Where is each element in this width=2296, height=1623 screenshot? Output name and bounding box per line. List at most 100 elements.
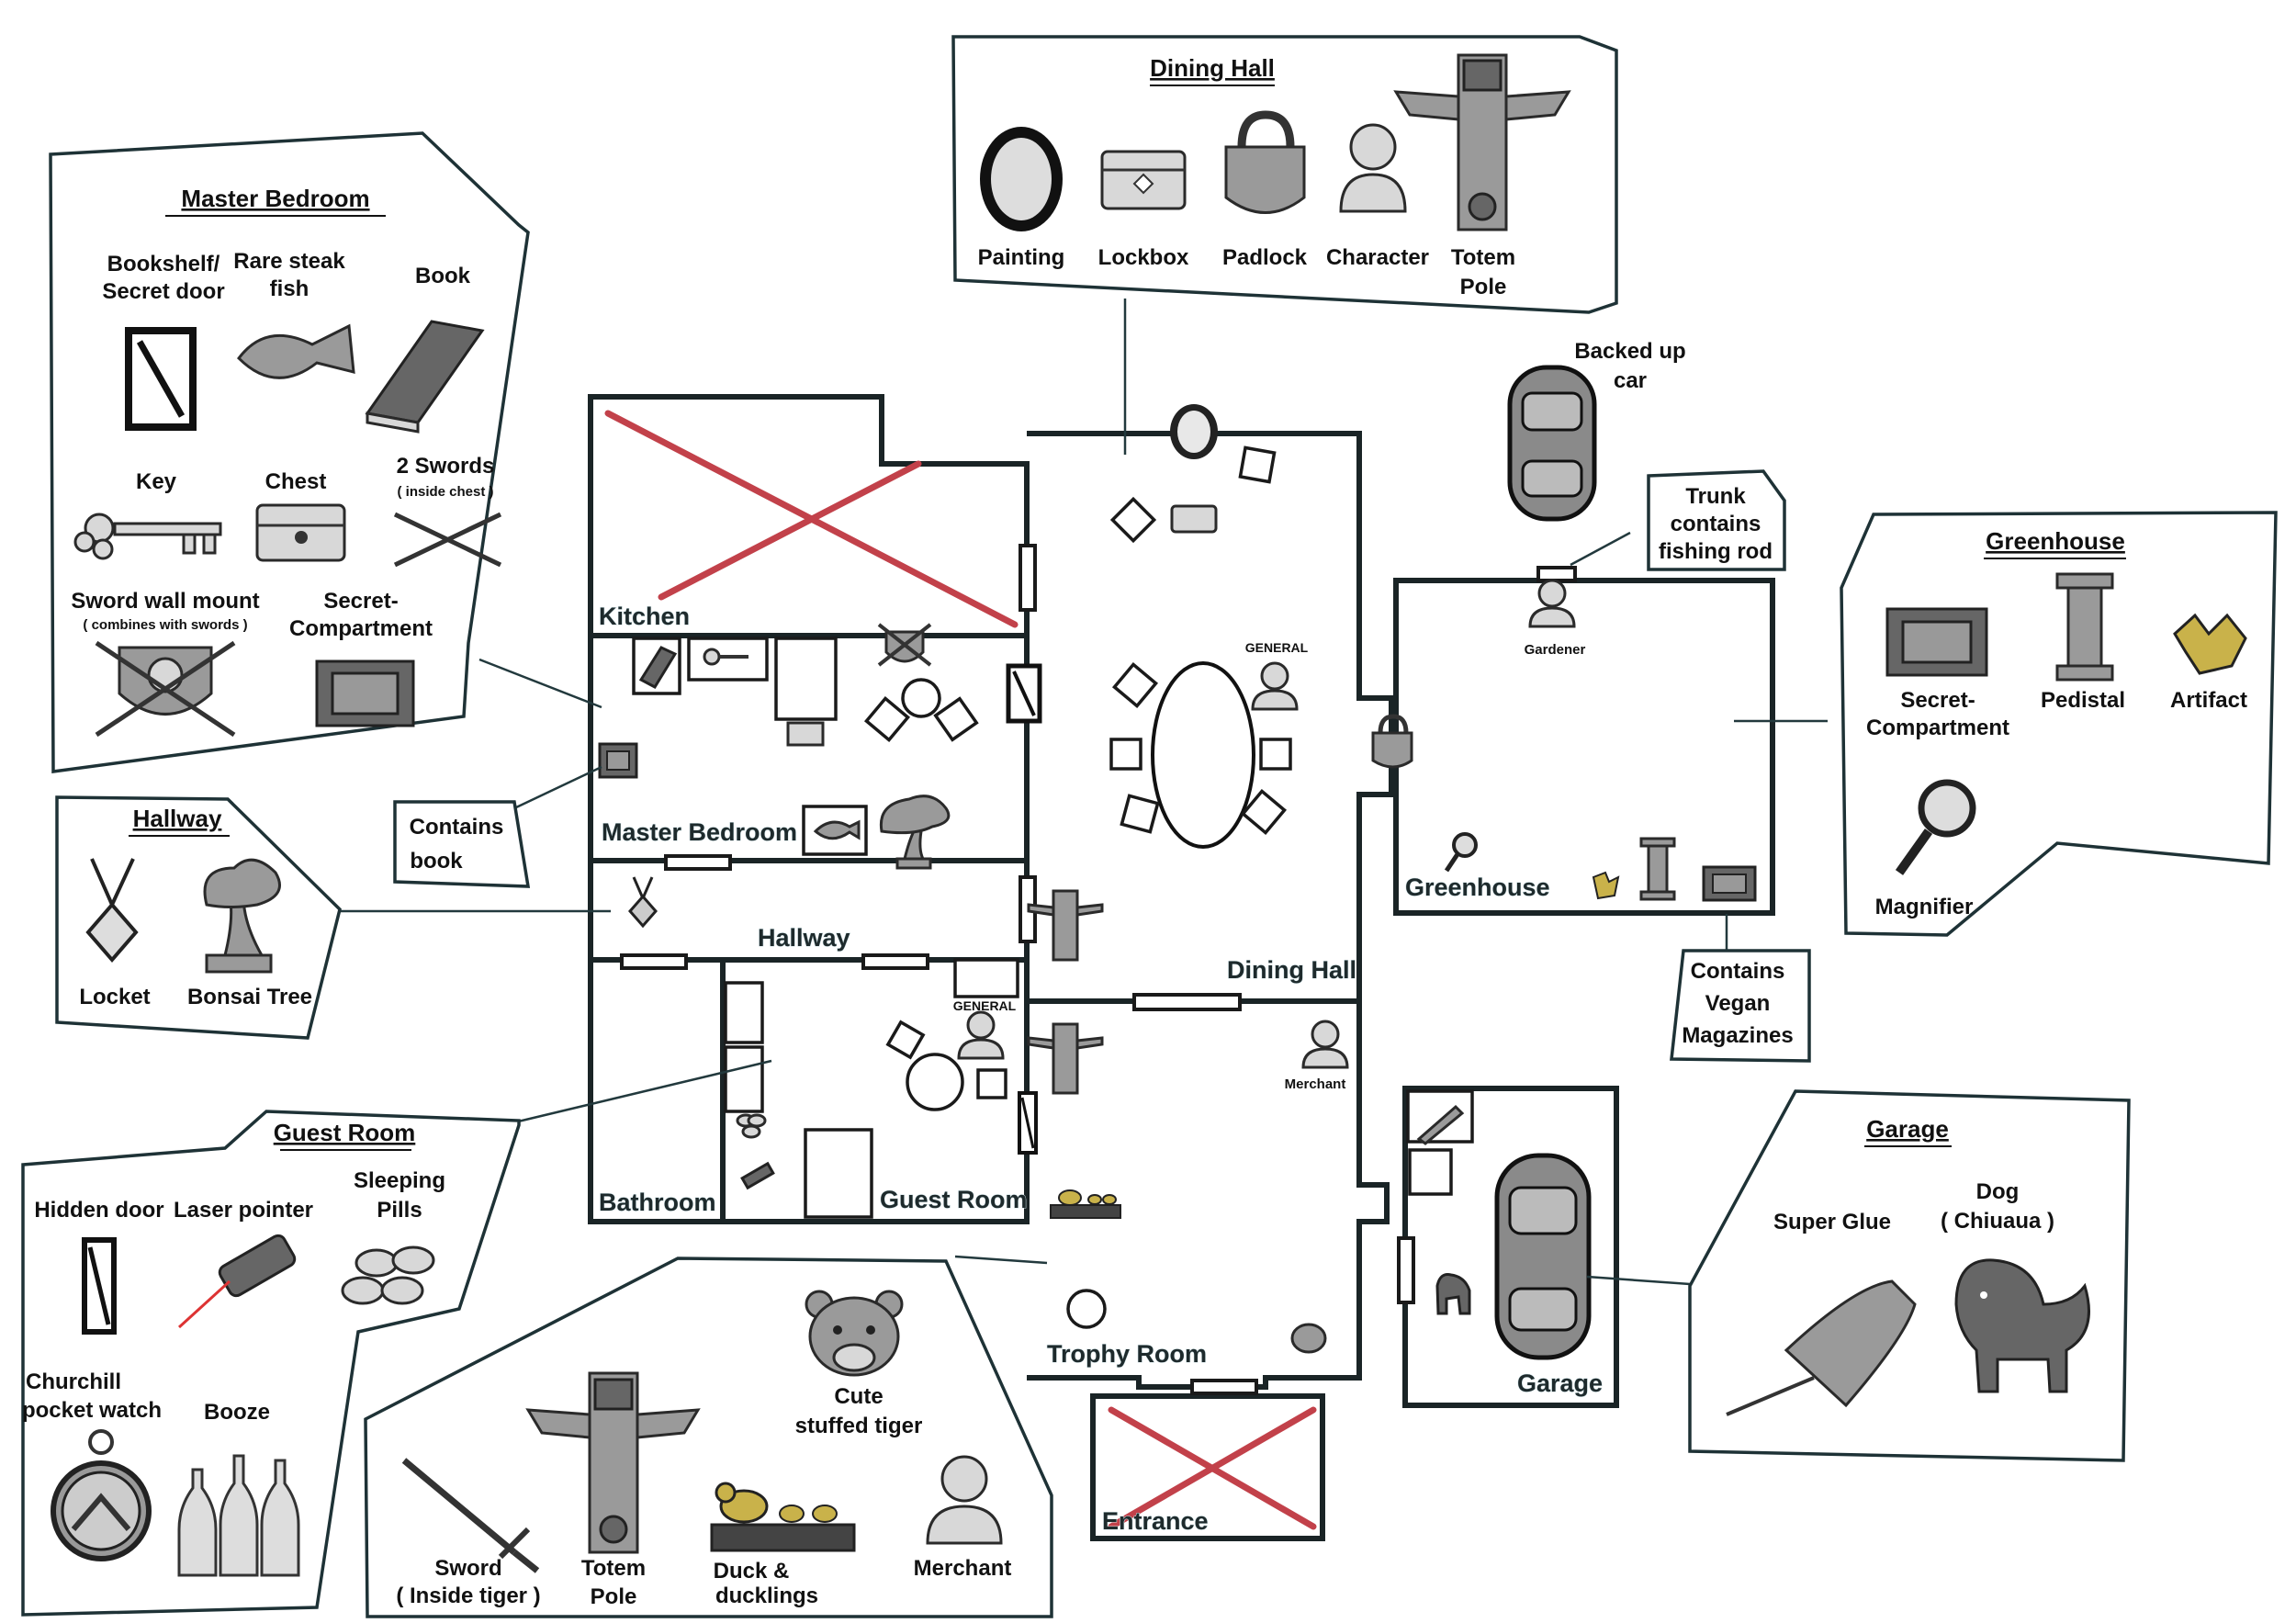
legend-pocket-watch-icon [51, 1429, 152, 1561]
legend-magnifier-icon [1895, 779, 1976, 875]
legend-greenhouse: Greenhouse Secret- Compartment Pedistal … [1840, 511, 2278, 937]
magnifier-label: Magnifier [1875, 895, 1974, 919]
bonsai-tree-icon[interactable] [879, 795, 951, 870]
secret-door-label: Secret door [102, 279, 224, 304]
legend-duck-icon [710, 1482, 856, 1552]
backed-up-car-icon[interactable] [1507, 365, 1597, 522]
secret-door-icon[interactable] [1006, 663, 1042, 724]
legend-padlock-icon [1224, 110, 1306, 214]
room-label-kitchen: Kitchen [599, 603, 690, 630]
tiger-label: Cute [834, 1384, 883, 1409]
totem-label-2: Pole [591, 1584, 637, 1609]
watch-label-2: pocket watch [22, 1398, 162, 1423]
artifact-icon[interactable] [1592, 871, 1620, 900]
legend-sword-icon [401, 1458, 540, 1573]
legend-super-glue-icon [1726, 1279, 1917, 1416]
legend-laser-pointer-icon [177, 1234, 297, 1329]
legend-sleeping-pills-icon [341, 1245, 435, 1305]
note-vegan-magazines: Contains Vegan Magazines [1670, 949, 1811, 1063]
room-label-hallway: Hallway [758, 924, 850, 952]
general-guest-label: GENERAL [953, 998, 1017, 1013]
legend-pedestal-icon [2055, 572, 2114, 682]
hidden-door-label: Hidden door [34, 1198, 163, 1223]
legend-title: Dining Hall [1150, 54, 1275, 82]
watch-label: Churchill [26, 1369, 121, 1394]
sleeping-pills-icon[interactable] [736, 1113, 767, 1139]
painting-icon[interactable] [1170, 404, 1218, 459]
legend-sword-mount-icon [95, 640, 236, 738]
leader-lines [338, 299, 1828, 1286]
rare-steak-fish-icon [237, 323, 355, 379]
note-book-line-2: book [410, 849, 463, 873]
legend-booze-icon [177, 1454, 300, 1577]
fish-icon[interactable] [813, 819, 861, 840]
legend-character-icon [1339, 123, 1407, 213]
legend-hidden-door-icon [82, 1237, 117, 1335]
pedestal-icon[interactable] [1639, 837, 1676, 901]
legend-stuffed-tiger-icon [805, 1290, 904, 1377]
greenhouse-compartment-icon[interactable] [1702, 865, 1757, 902]
note-trunk-line-2: contains [1671, 512, 1761, 536]
totem-pole-icon[interactable] [1027, 889, 1104, 962]
padlock-icon[interactable] [1371, 714, 1413, 769]
room-label-trophy-room: Trophy Room [1047, 1340, 1207, 1368]
magnifier-icon[interactable] [1444, 832, 1478, 873]
duck-label: Duck & [714, 1559, 790, 1584]
duck-ducklings-icon[interactable] [1050, 1189, 1121, 1219]
pedestal-label: Pedistal [2041, 688, 2125, 713]
lockbox-icon[interactable] [1170, 504, 1218, 534]
merchant-icon[interactable] [1301, 1020, 1349, 1069]
glue-label: Super Glue [1773, 1210, 1891, 1234]
book-label: Book [415, 264, 471, 288]
totem-pole-icon-2[interactable] [1027, 1022, 1104, 1095]
legend-title: Master Bedroom [181, 185, 369, 212]
legend-dining-hall: Dining Hall Painting Lockbox Padloc [951, 35, 1618, 314]
legend-two-swords-icon [393, 512, 502, 568]
legend-dog-icon [1954, 1258, 2090, 1393]
super-glue-icon[interactable] [1416, 1104, 1465, 1145]
key-icon[interactable] [703, 648, 748, 666]
pills-label-2: Pills [377, 1198, 422, 1223]
compartment-label: Secret- [1900, 688, 1975, 713]
note-vegan-line-1: Contains [1691, 959, 1785, 984]
swords-label: 2 Swords [397, 454, 495, 479]
padlock-label: Padlock [1222, 245, 1308, 270]
room-label-dining-hall: Dining Hall [1227, 956, 1356, 984]
room-label-garage: Garage [1517, 1369, 1603, 1397]
legend-locket-icon [85, 858, 139, 964]
legend-totem-icon [525, 1371, 701, 1554]
secret-compartment-icon[interactable] [598, 742, 638, 779]
sword-mount-sublabel: ( combines with swords ) [83, 617, 247, 633]
note-trunk: Trunk contains fishing rod [1647, 469, 1786, 571]
note-trunk-line-1: Trunk [1685, 484, 1746, 509]
chest-icon[interactable] [786, 721, 825, 747]
legend-trophy-room: Sword ( Inside tiger ) Totem Pole Duck &… [364, 1257, 1053, 1618]
general-guest-icon[interactable] [957, 1010, 1005, 1060]
room-label-guest-room: Guest Room [880, 1186, 1028, 1213]
stuffed-tiger-icon[interactable] [1290, 1323, 1327, 1354]
artifact-label: Artifact [2170, 688, 2247, 713]
legend-hallway: Hallway Locket Bonsai Tree [55, 795, 342, 1040]
legend-bonsai-icon [203, 858, 281, 974]
note-vegan-line-3: Magazines [1682, 1023, 1793, 1048]
general-dining-label: GENERAL [1245, 640, 1309, 655]
legend-key-icon [73, 513, 222, 560]
legend-secret-compartment-icon [1885, 607, 1988, 677]
sword-wall-mount-icon[interactable] [877, 623, 932, 667]
fish-label: Rare steak [233, 249, 345, 274]
legend-master-bedroom: Master Bedroom Bookshelf/ Secret door Ra… [49, 131, 530, 773]
gardener-icon[interactable] [1528, 579, 1576, 628]
legend-lockbox-icon [1100, 150, 1187, 210]
pills-label: Sleeping [354, 1168, 445, 1193]
locket-icon[interactable] [628, 876, 658, 929]
general-dining-icon[interactable] [1251, 661, 1299, 711]
bookshelf-label: Bookshelf/ [107, 252, 220, 276]
floor-plan: Kitchen Master Bedroom Hallway Bathroom … [588, 339, 1775, 1541]
hidden-door-icon[interactable] [1018, 1091, 1038, 1155]
garage-car-icon[interactable] [1494, 1153, 1592, 1360]
laser-pointer-icon[interactable] [740, 1161, 775, 1190]
merchant-legend-label: Merchant [914, 1556, 1012, 1581]
bed-icon [774, 637, 838, 721]
legend-painting-icon [980, 127, 1063, 231]
dog-icon[interactable] [1435, 1273, 1471, 1315]
